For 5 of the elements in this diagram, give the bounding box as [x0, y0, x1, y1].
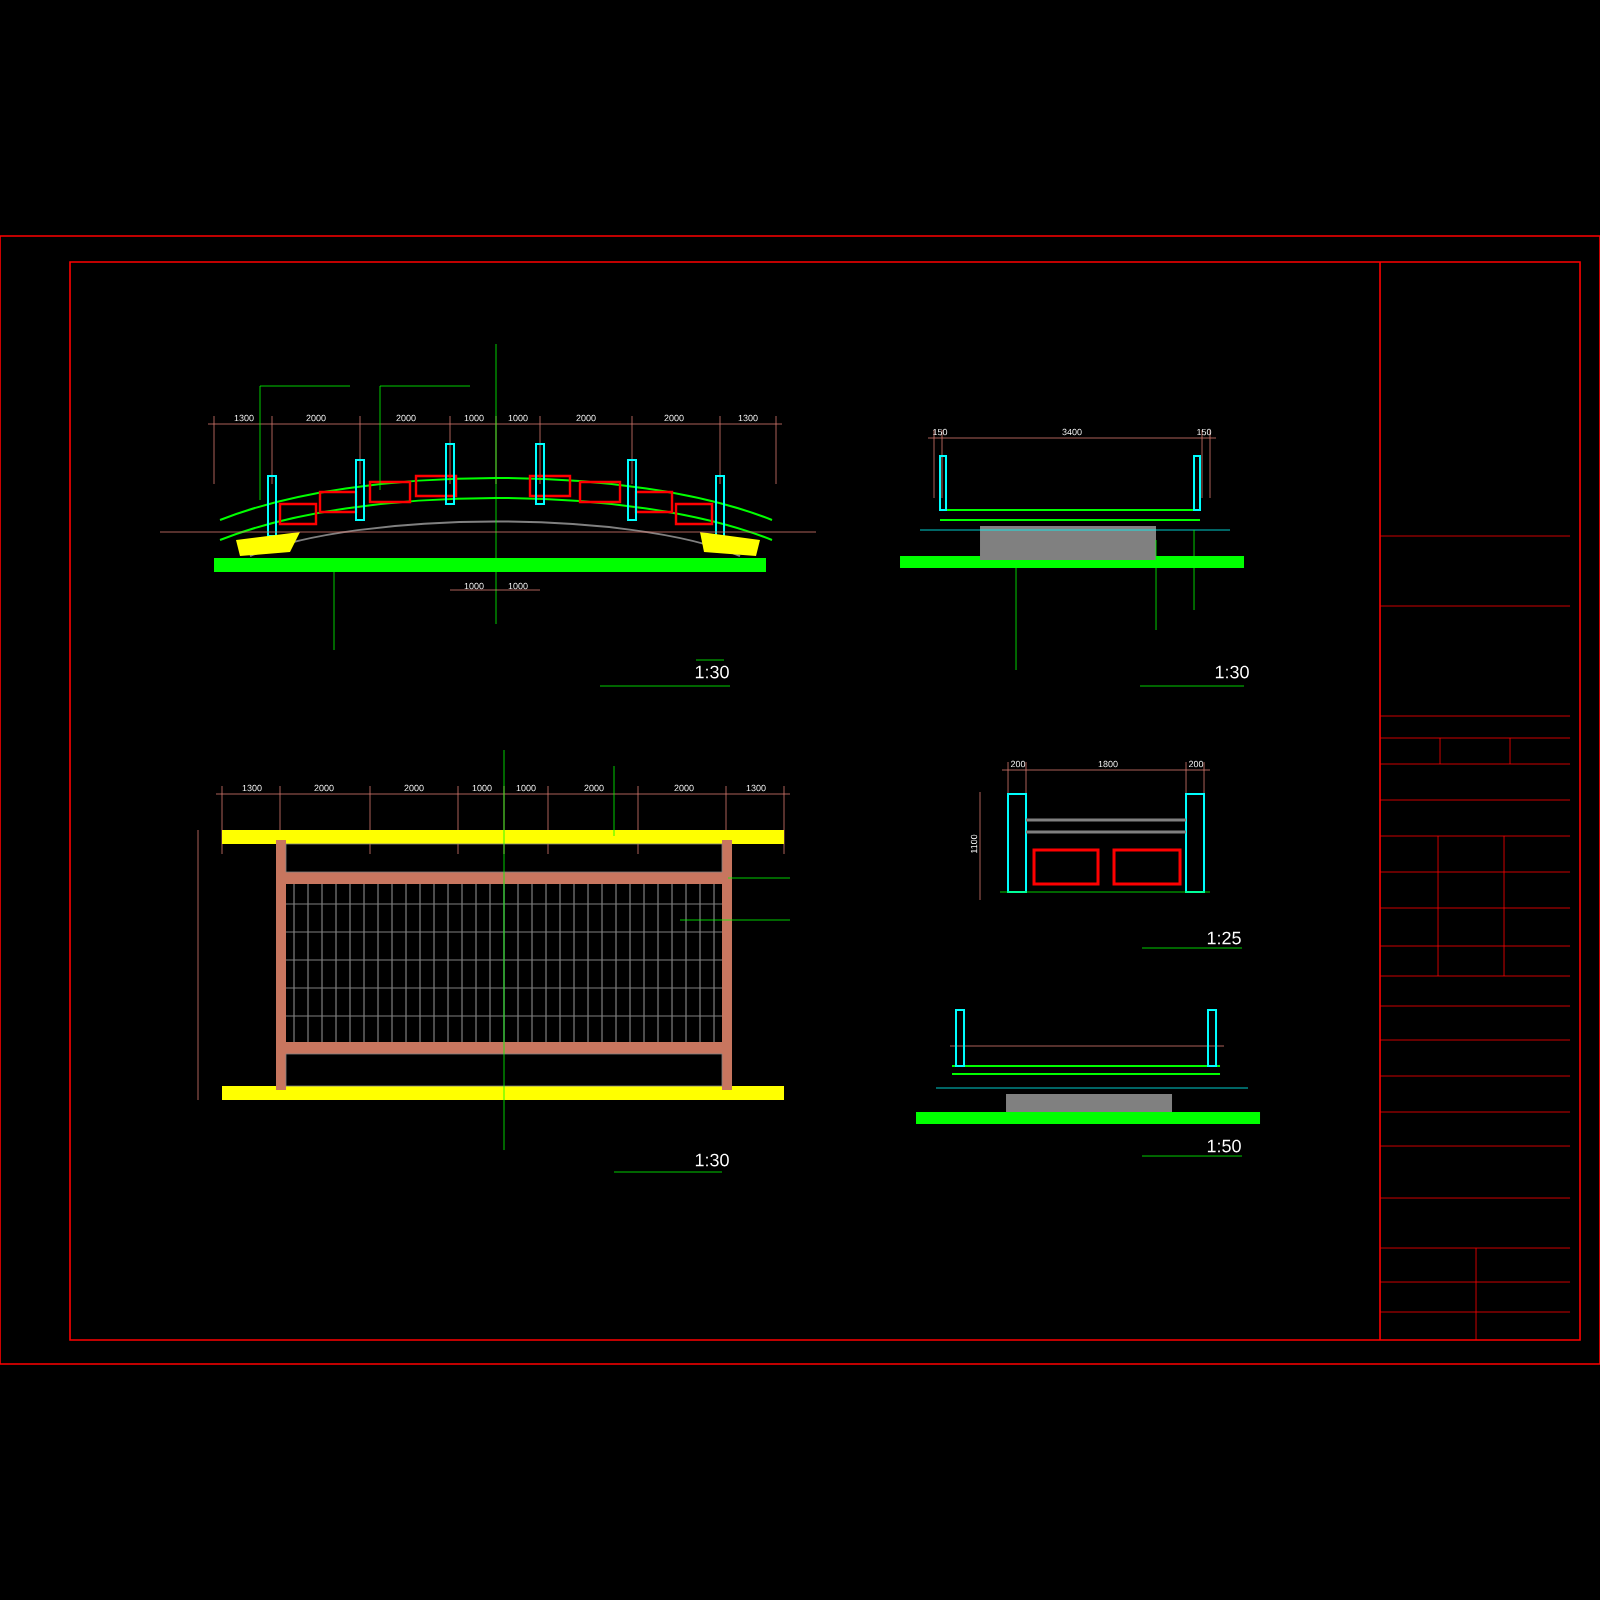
scale-label: 1:50 — [1207, 1139, 1241, 1153]
scale-label: 1:30 — [695, 665, 729, 679]
scale-label: 1:30 — [1215, 665, 1249, 679]
scale-label: 1:25 — [1207, 931, 1241, 945]
scale-label: 1:30 — [695, 1153, 729, 1167]
